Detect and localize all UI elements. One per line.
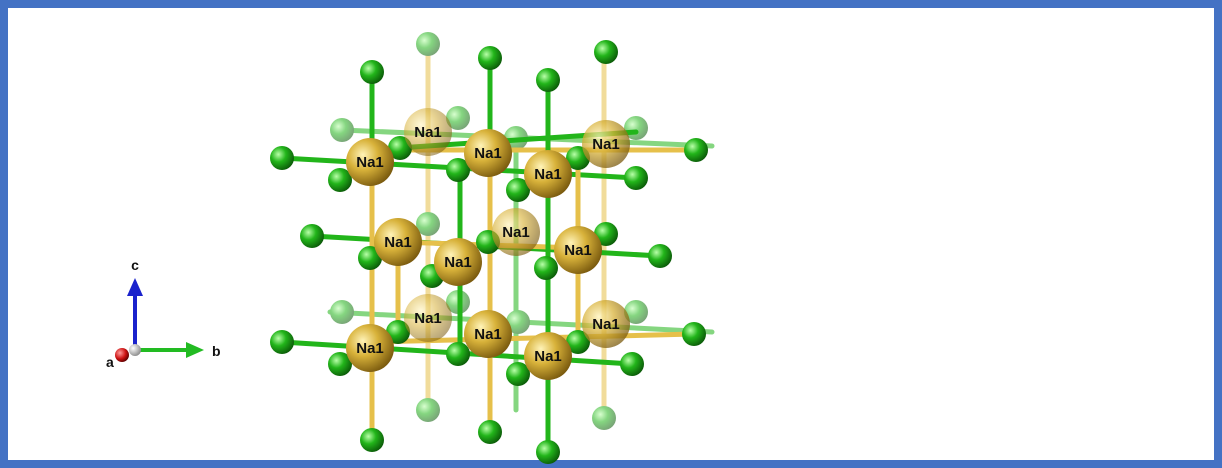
cl-atom <box>270 330 294 354</box>
na-label: Na1 <box>534 348 562 365</box>
na-atom <box>346 138 394 186</box>
na-atom <box>524 332 572 380</box>
cl-atom <box>506 178 530 202</box>
cl-atom <box>536 440 560 464</box>
na-label: Na1 <box>474 145 502 162</box>
na-label: Na1 <box>502 224 530 241</box>
na-label: Na1 <box>384 234 412 251</box>
cl-atom <box>388 136 412 160</box>
cl-atom <box>478 46 502 70</box>
cl-atom <box>506 362 530 386</box>
cl-atom <box>358 246 382 270</box>
axis-b-label: b <box>212 343 221 359</box>
axis-c-arrowhead <box>127 278 143 296</box>
na-atom <box>346 324 394 372</box>
cl-atom-back <box>446 106 470 130</box>
na-label: Na1 <box>356 340 384 357</box>
na-label: Na1 <box>592 316 620 333</box>
na-atom <box>524 150 572 198</box>
na-labels: Na1 Na1 Na1 Na1 Na1 Na1 Na1 Na1 Na1 Na1 … <box>356 124 620 365</box>
cl-atom <box>684 138 708 162</box>
cl-atom <box>446 158 470 182</box>
na-label: Na1 <box>414 124 442 141</box>
na-atom <box>464 310 512 358</box>
na-atom <box>492 208 540 256</box>
cl-atom <box>270 146 294 170</box>
na-label: Na1 <box>356 154 384 171</box>
na-atom <box>582 300 630 348</box>
axis-origin <box>129 344 141 356</box>
cl-atom-back <box>592 406 616 430</box>
cl-atom <box>682 322 706 346</box>
cl-atom-back <box>330 300 354 324</box>
axis-b-arrowhead <box>186 342 204 358</box>
na-label: Na1 <box>592 136 620 153</box>
na-label: Na1 <box>444 254 472 271</box>
cl-atom <box>594 222 618 246</box>
na-atoms <box>346 108 630 380</box>
cl-atom <box>594 40 618 64</box>
cl-atom <box>300 224 324 248</box>
cl-atom <box>360 60 384 84</box>
cl-atom <box>566 330 590 354</box>
cl-atom <box>328 168 352 192</box>
cl-atom <box>620 352 644 376</box>
axis-c-label: c <box>131 257 139 273</box>
cl-atom <box>446 342 470 366</box>
cl-atom-back <box>416 212 440 236</box>
cl-atom <box>534 256 558 280</box>
cl-atom <box>328 352 352 376</box>
na-atom <box>404 294 452 342</box>
cl-atom <box>386 320 410 344</box>
na-atom <box>582 120 630 168</box>
na-atom <box>434 238 482 286</box>
axes-indicator: c b a <box>106 257 221 370</box>
cl-atom-back <box>416 398 440 422</box>
na-atom <box>464 129 512 177</box>
cl-atom-back <box>624 300 648 324</box>
cl-atom <box>624 166 648 190</box>
na-label: Na1 <box>414 310 442 327</box>
na-label: Na1 <box>534 166 562 183</box>
cl-atom-back <box>416 32 440 56</box>
cl-atoms <box>270 40 708 464</box>
cl-atom <box>478 420 502 444</box>
na-atom <box>374 218 422 266</box>
cl-atom-back <box>330 118 354 142</box>
cl-atom <box>648 244 672 268</box>
cl-atom <box>536 68 560 92</box>
na-atom <box>554 226 602 274</box>
axis-a-marker <box>115 348 129 362</box>
na-label: Na1 <box>474 326 502 343</box>
cl-atom-back <box>506 310 530 334</box>
cl-atom <box>360 428 384 452</box>
na-label: Na1 <box>564 242 592 259</box>
axis-a-label: a <box>106 354 114 370</box>
na-atom <box>404 108 452 156</box>
